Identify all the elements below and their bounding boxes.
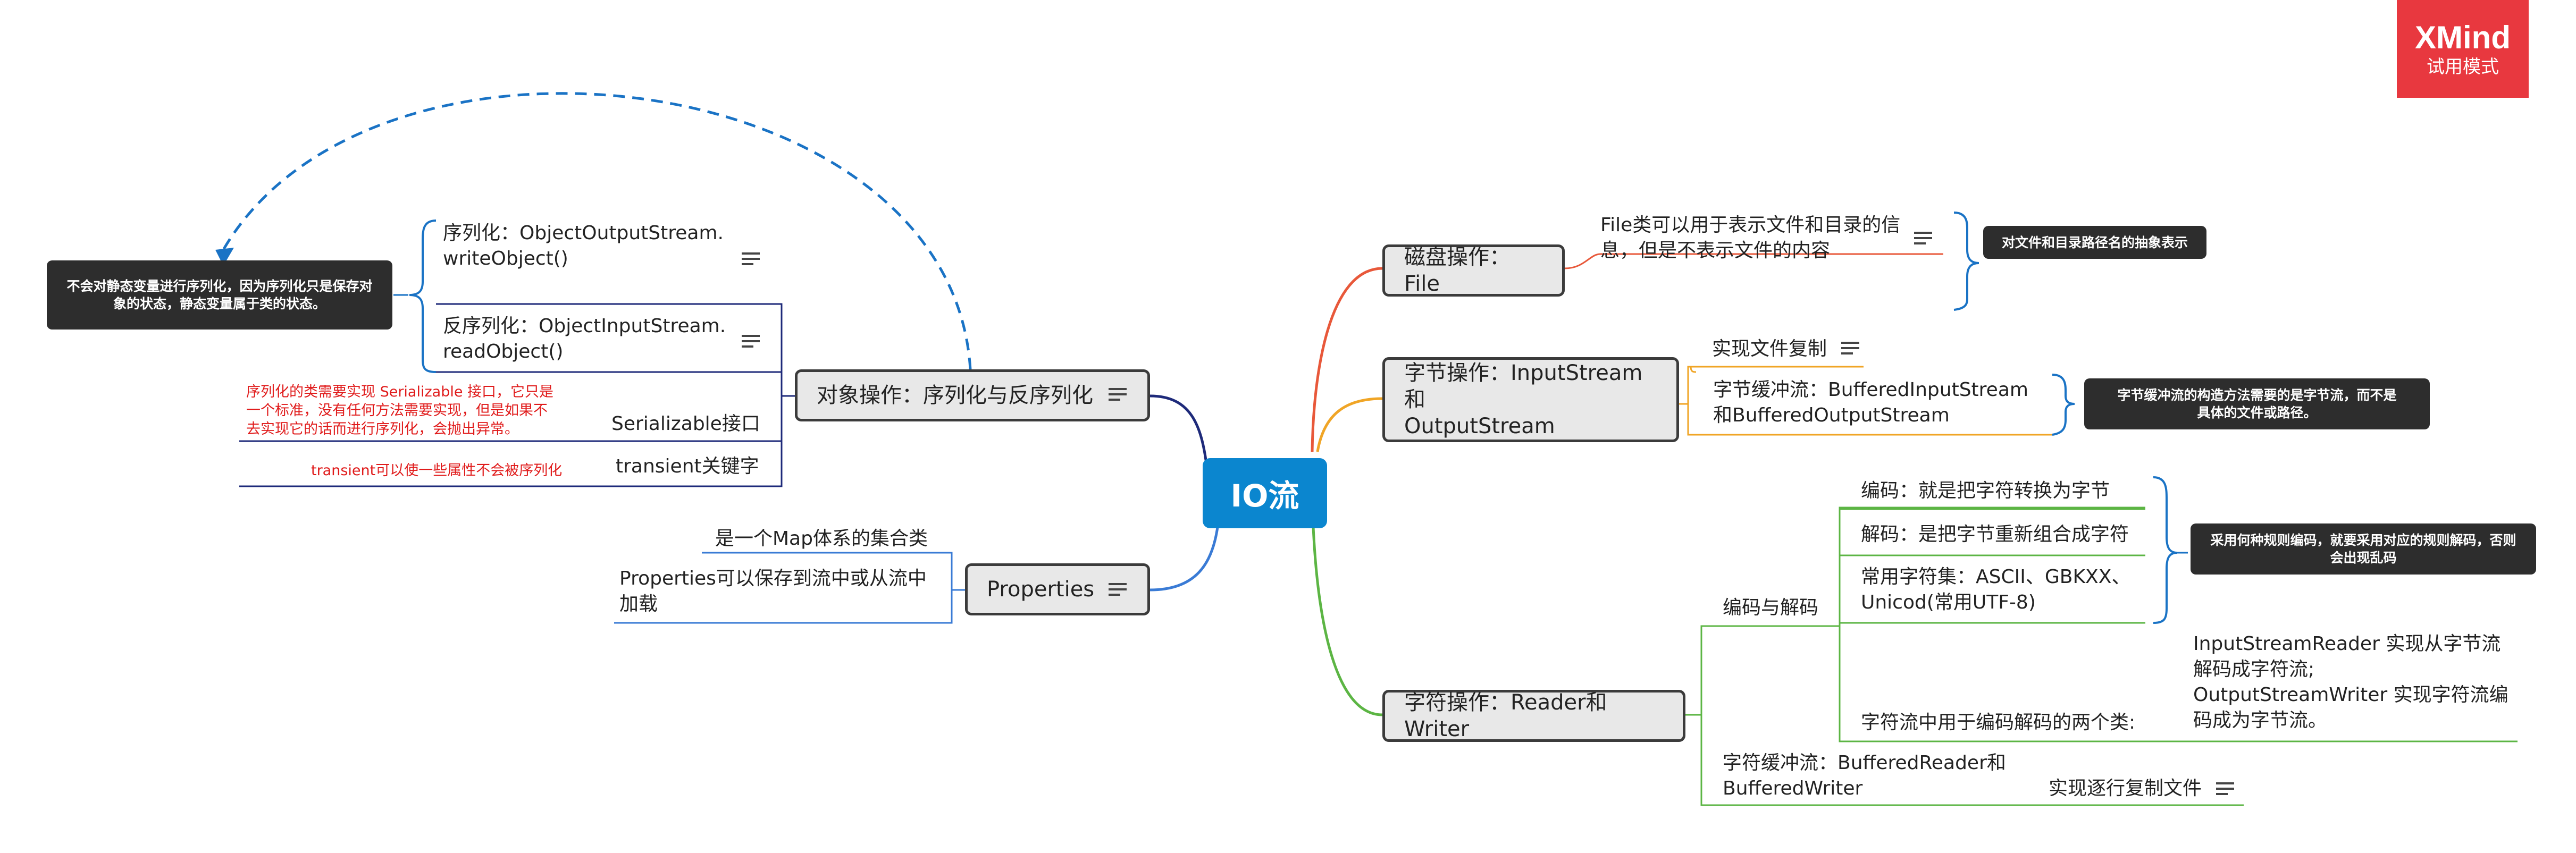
note-icon[interactable] (1841, 342, 1859, 354)
object-serializable: Serializable接口 (611, 413, 760, 435)
note-icon[interactable] (1109, 583, 1127, 596)
note-icon[interactable] (742, 335, 760, 348)
connector-char (1312, 527, 1383, 716)
connector-props (1149, 527, 1219, 592)
relationship-arrow (222, 92, 972, 370)
brand-name: XMind (2415, 20, 2511, 55)
char-reader-writer: InputStreamReader 实现从字节流 解码成字符流; OutputS… (2193, 633, 2508, 731)
props-map: 是一个Map体系的集合类 (715, 528, 928, 550)
char-charset: 常用字符集：ASCII、GBKXX、 Unicod(常用UTF-8) (1861, 566, 2131, 613)
root-topic[interactable]: IO流 (1203, 458, 1327, 528)
brand-mode: 试用模式 (2427, 56, 2499, 78)
connector-object (1149, 394, 1209, 468)
connector-file (1311, 267, 1383, 452)
topic-char[interactable]: 字符操作：Reader和Writer (1382, 690, 1685, 742)
byte-buffered: 字节缓冲流：BufferedInputStream 和BufferedOutpu… (1713, 379, 2028, 426)
char-two-classes: 字符流中用于编码解码的两个类: (1861, 712, 2136, 733)
char-line-copy: 实现逐行复制文件 (2049, 778, 2202, 799)
topic-byte[interactable]: 字节操作：InputStream和 OutputStream (1382, 357, 1679, 442)
note-icon[interactable] (742, 252, 760, 265)
connector-byte (1316, 397, 1383, 452)
char-encode: 编码：就是把字符转换为字节 (1861, 480, 2110, 502)
callout-static: 不会对静态变量进行序列化，因为序列化只是保存对 象的状态，静态变量属于类的状态。 (47, 260, 392, 330)
char-codec: 编码与解码 (1723, 597, 1819, 619)
note-icon[interactable] (1914, 232, 1932, 244)
transient-note: transient可以使一些属性不会被序列化 (311, 462, 563, 479)
callout-byte: 字节缓冲流的构造方法需要的是字节流，而不是 具体的文件或路径。 (2084, 378, 2430, 429)
byte-copy: 实现文件复制 (1712, 338, 1827, 360)
callout-codec: 采用何种规则编码，就要采用对应的规则解码，否则 会出现乱码 (2191, 523, 2536, 575)
note-icon[interactable] (2216, 782, 2234, 795)
object-transient: transient关键字 (616, 455, 759, 477)
char-decode: 解码：是把字节重新组合成字符 (1861, 523, 2129, 545)
xmind-brand-badge: XMind 试用模式 (2397, 0, 2529, 98)
serializable-note: 序列化的类需要实现 Serializable 接口，它只是 一个标准，没有任何方… (246, 384, 554, 437)
topic-object[interactable]: 对象操作：序列化与反序列化 (795, 369, 1150, 421)
callout-file: 对文件和目录路径名的抽象表示 (1983, 226, 2206, 259)
props-io: Properties可以保存到流中或从流中 加载 (619, 568, 927, 615)
topic-file[interactable]: 磁盘操作：File (1382, 244, 1565, 297)
note-icon[interactable] (1109, 388, 1127, 401)
file-desc: File类可以用于表示文件和目录的信 息，但是不表示文件的内容 (1600, 214, 1901, 261)
object-deserialize: 反序列化：ObjectInputStream. readObject() (443, 315, 726, 362)
object-serialize: 序列化：ObjectOutputStream. writeObject() (443, 222, 724, 269)
char-buffered: 字符缓冲流：BufferedReader和 BufferedWriter (1723, 752, 2006, 799)
